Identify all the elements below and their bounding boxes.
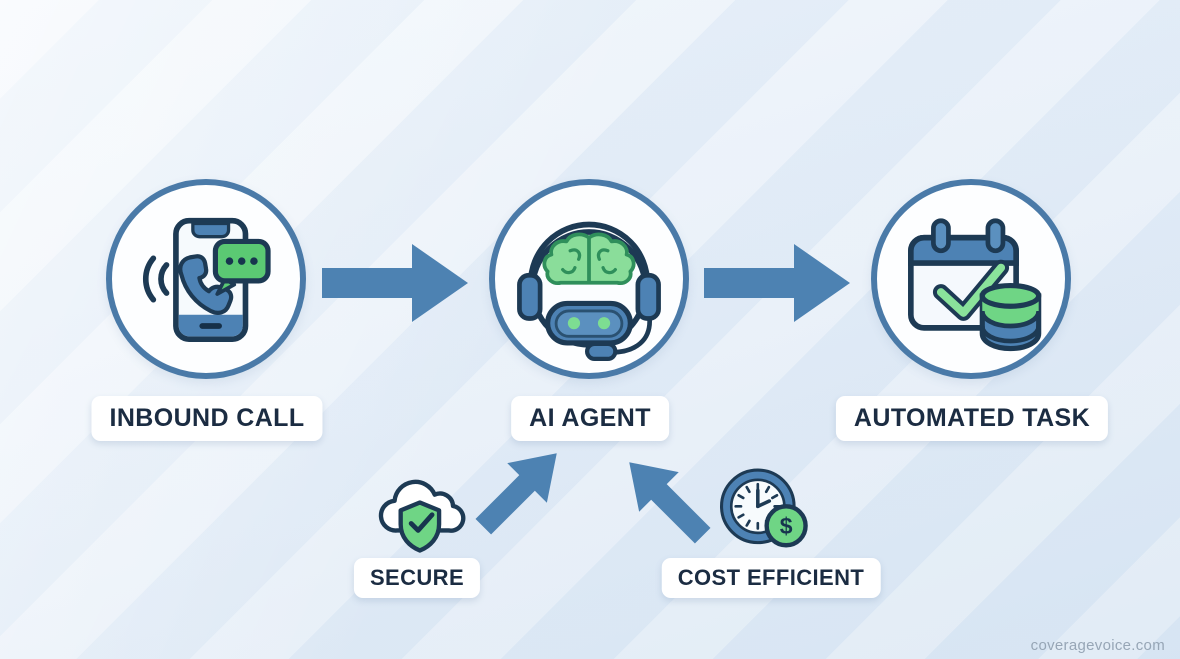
arrow-cost-to-agent <box>629 462 711 544</box>
inbound-call-label: INBOUND CALL <box>91 396 323 441</box>
cost-efficient-label: COST EFFICIENT <box>661 558 881 598</box>
automated-task-label: AUTOMATED TASK <box>835 396 1109 441</box>
ai-agent-label: AI AGENT <box>511 396 669 441</box>
watermark: coveragevoice.com <box>1030 637 1165 654</box>
ai-robot-icon <box>517 221 661 362</box>
arrow-inbound-to-agent <box>322 244 468 322</box>
arrow-agent-to-task <box>704 244 850 322</box>
clock-dollar-icon: $ <box>719 468 808 548</box>
dollar-symbol: $ <box>780 513 793 539</box>
secure-label: SECURE <box>353 558 481 598</box>
automated-task-circle <box>871 179 1071 379</box>
cloud-shield-check-icon <box>378 479 466 553</box>
ai-agent-circle <box>489 179 689 379</box>
arrow-secure-to-agent <box>475 453 557 535</box>
inbound-call-circle <box>106 179 306 379</box>
calendar-check-database-icon <box>908 218 1042 352</box>
phone-call-icon <box>142 217 271 342</box>
